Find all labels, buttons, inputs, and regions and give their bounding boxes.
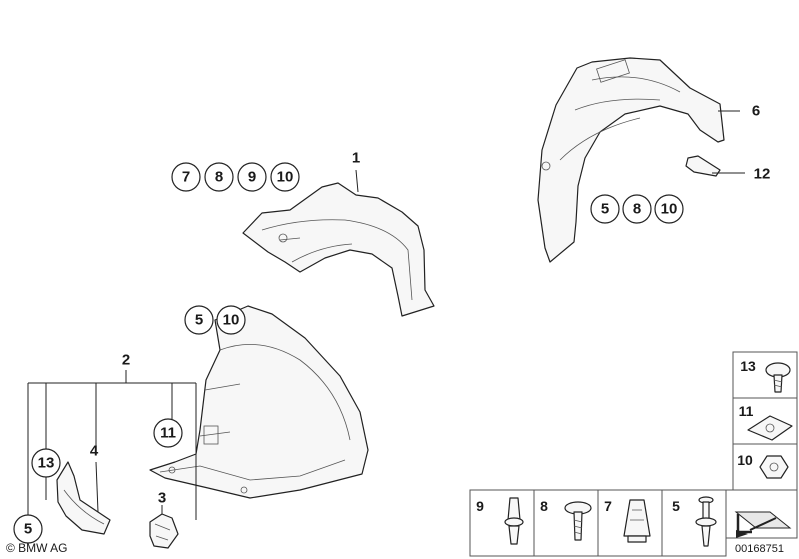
clip-nut-icon	[747, 415, 793, 441]
hex-nut-icon	[759, 455, 789, 479]
callout-5: 5	[195, 312, 203, 329]
hardware-7-number: 7	[604, 498, 612, 514]
part-3-bracket	[149, 513, 179, 549]
callout-9: 9	[248, 169, 256, 186]
callout-10: 10	[223, 312, 240, 329]
callout-13: 13	[31, 448, 61, 478]
hardware-5-number: 5	[672, 498, 680, 514]
part-number-4: 4	[90, 443, 99, 460]
part-1-wheel-arch-liner	[242, 182, 435, 317]
hardware-panel-vertical: 13 11 10	[732, 351, 798, 491]
hardware-8-number: 8	[540, 498, 548, 514]
screw-icon	[765, 362, 791, 393]
callout-11: 11	[153, 418, 183, 448]
leader-lines	[27, 110, 745, 520]
callout-group-b: 5 8 10	[590, 194, 684, 224]
callout-group-a: 7 8 9 10	[171, 162, 300, 192]
callout-10: 10	[277, 169, 294, 186]
part-number-1: 1	[352, 150, 360, 167]
callout-8: 8	[215, 169, 223, 186]
svg-text:13: 13	[38, 455, 55, 472]
callout-7: 7	[182, 169, 190, 186]
callout-5-lower: 5	[13, 514, 43, 544]
copyright-notice: © BMW AG	[6, 541, 68, 555]
expansion-rivet-icon	[504, 497, 524, 545]
part-number-2: 2	[122, 352, 130, 369]
part-2-front-liner-assembly	[149, 305, 369, 499]
plastic-nut-icon	[623, 499, 651, 543]
svg-text:5: 5	[24, 521, 32, 538]
hardware-10-number: 10	[737, 452, 753, 468]
part-number-6: 6	[752, 103, 760, 120]
part-12-trim-piece	[685, 155, 721, 177]
part-6-rear-wheel-liner	[537, 57, 725, 263]
callout-8: 8	[633, 201, 641, 218]
push-rivet-icon	[695, 496, 717, 547]
hardware-13-number: 13	[740, 358, 756, 374]
part-number-3: 3	[158, 490, 166, 507]
svg-text:11: 11	[160, 425, 176, 442]
hardware-9-number: 9	[476, 498, 484, 514]
callout-group-c: 5 10	[184, 305, 246, 335]
callout-5: 5	[601, 201, 609, 218]
part-number-12: 12	[754, 166, 771, 183]
hardware-11-number: 11	[739, 403, 754, 419]
hardware-panel-horizontal: 9 8 7 5	[469, 489, 798, 557]
part-4-flap	[56, 461, 111, 535]
direction-arrow-icon	[734, 511, 792, 538]
drawing-number: 00168751	[735, 543, 784, 555]
callout-10: 10	[661, 201, 678, 218]
washer-screw-icon	[564, 501, 592, 541]
